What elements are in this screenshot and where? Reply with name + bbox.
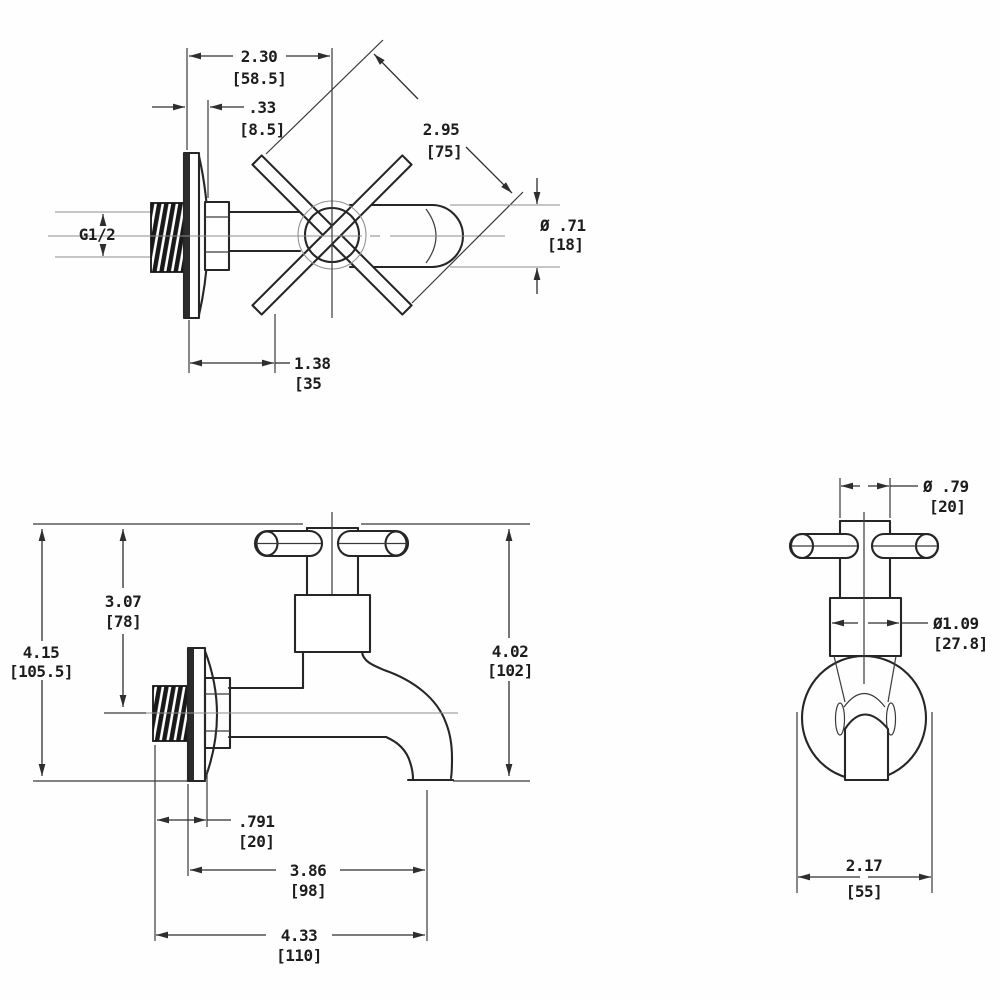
dim-handle-hub-diameter-inches: Ø .79 <box>922 477 969 496</box>
dim-thread-projection: .791 [20] <box>154 745 275 941</box>
dim-flange-to-handle: 1.38 [35 <box>188 314 331 393</box>
inlet-thread <box>150 202 188 273</box>
dim-flange-diameter-inches: 2.17 <box>846 856 883 875</box>
dim-overall-height-mm: [105.5] <box>9 662 73 681</box>
dim-handle-hub-diameter-mm: [20] <box>929 497 966 516</box>
dim-top-to-inlet-center-inches: 3.07 <box>105 592 142 611</box>
dim-thread-projection-mm: [20] <box>238 832 275 851</box>
spout-end-on <box>843 713 890 782</box>
dim-top-to-inlet-center: 3.07 [78] <box>104 529 146 714</box>
dim-overall-reach-mm: [110] <box>276 946 322 965</box>
dim-handle-span: 2.95 [75] <box>265 39 524 304</box>
dim-flange-thickness-mm: [8.5] <box>239 120 285 139</box>
dim-bonnet-diameter-mm: [27.8] <box>933 634 988 653</box>
dim-flange-thickness-inches: .33 <box>248 98 275 117</box>
top-view: 2.30 [58.5] .33 [8.5] 2.95 [75] Ø .71 <box>48 39 586 393</box>
dim-width: 2.30 [58.5] <box>186 47 330 150</box>
dim-handle-span-inches: 2.95 <box>423 120 460 139</box>
t-handle-side <box>788 532 940 560</box>
spout-inner-curve <box>384 735 415 781</box>
dim-flange-to-handle-inches: 1.38 <box>294 354 331 373</box>
dim-flange-to-outlet: 3.86 [98] <box>190 790 428 941</box>
dim-top-to-outlet-inches: 4.02 <box>492 642 529 661</box>
dim-overall-reach: 4.33 [110] <box>156 926 425 965</box>
dim-handle-hub-diameter: Ø .79 [20] <box>839 477 969 518</box>
dim-flange-to-outlet-mm: [98] <box>290 881 327 900</box>
dim-spout-diameter-inches: Ø .71 <box>539 216 586 235</box>
side-view: Ø .79 [20] Ø1.09 [27.8] 2.17 [55] <box>788 477 988 901</box>
dim-flange-diameter: 2.17 [55] <box>796 712 933 901</box>
dim-flange-to-handle-mm: [35 <box>294 374 321 393</box>
dim-inlet-thread: G1/2 <box>79 214 116 256</box>
dim-flange-diameter-mm: [55] <box>846 882 883 901</box>
t-handle <box>253 529 410 558</box>
dim-bonnet-diameter: Ø1.09 [27.8] <box>832 614 988 653</box>
dim-overall-height: 4.15 [105.5] <box>9 529 73 776</box>
dim-width-mm: [58.5] <box>232 69 287 88</box>
dim-top-to-outlet-mm: [102] <box>487 661 533 680</box>
dim-overall-reach-inches: 4.33 <box>281 926 318 945</box>
dim-overall-height-inches: 4.15 <box>23 643 60 662</box>
dim-handle-span-mm: [75] <box>426 142 463 161</box>
dim-inlet-thread-label: G1/2 <box>79 225 116 244</box>
bonnet <box>293 593 372 654</box>
dim-flange-to-outlet-inches: 3.86 <box>290 861 327 880</box>
dim-spout-diameter: Ø .71 [18] <box>450 178 586 294</box>
dim-flange-thickness: .33 [8.5] <box>152 98 285 198</box>
dim-bonnet-diameter-inches: Ø1.09 <box>932 614 979 633</box>
dim-width-inches: 2.30 <box>241 47 278 66</box>
dim-top-to-inlet-center-mm: [78] <box>105 612 142 631</box>
dim-spout-diameter-mm: [18] <box>547 235 584 254</box>
bonnet-side <box>828 596 903 658</box>
dim-thread-projection-inches: .791 <box>238 812 275 831</box>
dim-top-to-outlet: 4.02 [102] <box>487 529 533 776</box>
spout-outer-curve <box>360 650 454 780</box>
front-view: 4.15 [105.5] 3.07 [78] 4.02 [102] .791 <box>9 512 533 965</box>
